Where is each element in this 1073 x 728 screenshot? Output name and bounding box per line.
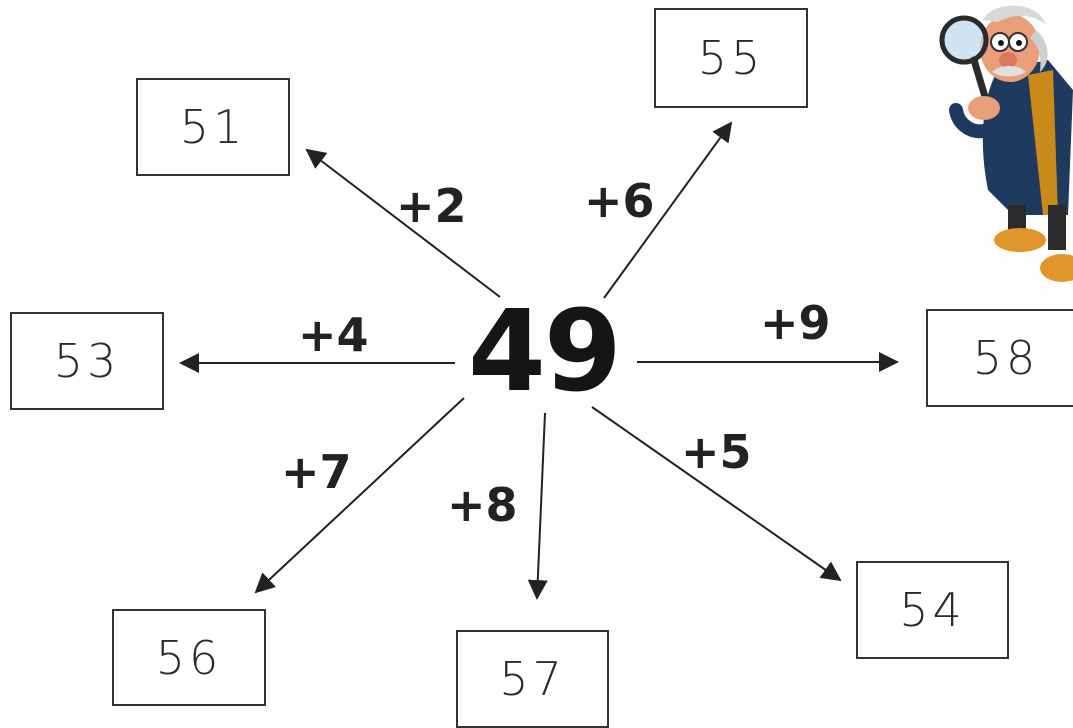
- result-box-58: 58: [926, 309, 1073, 407]
- op-label-plus-2: +2: [396, 183, 467, 229]
- op-label-plus-8: +8: [447, 482, 518, 528]
- result-box-51: 51: [136, 78, 290, 176]
- result-box-56: 56: [112, 609, 266, 706]
- op-label-plus-7: +7: [281, 449, 352, 495]
- detective-magnifier-icon: [928, 0, 1073, 290]
- op-label-plus-4: +4: [298, 312, 369, 358]
- result-box-57: 57: [456, 630, 609, 728]
- result-box-54: 54: [856, 561, 1009, 659]
- op-label-plus-6: +6: [584, 178, 655, 224]
- center-number: 49: [468, 296, 620, 408]
- result-box-55: 55: [654, 8, 808, 108]
- op-label-plus-5: +5: [681, 429, 752, 475]
- result-box-53: 53: [10, 312, 164, 410]
- arrow-to-57: [537, 413, 545, 598]
- op-label-plus-9: +9: [760, 300, 831, 346]
